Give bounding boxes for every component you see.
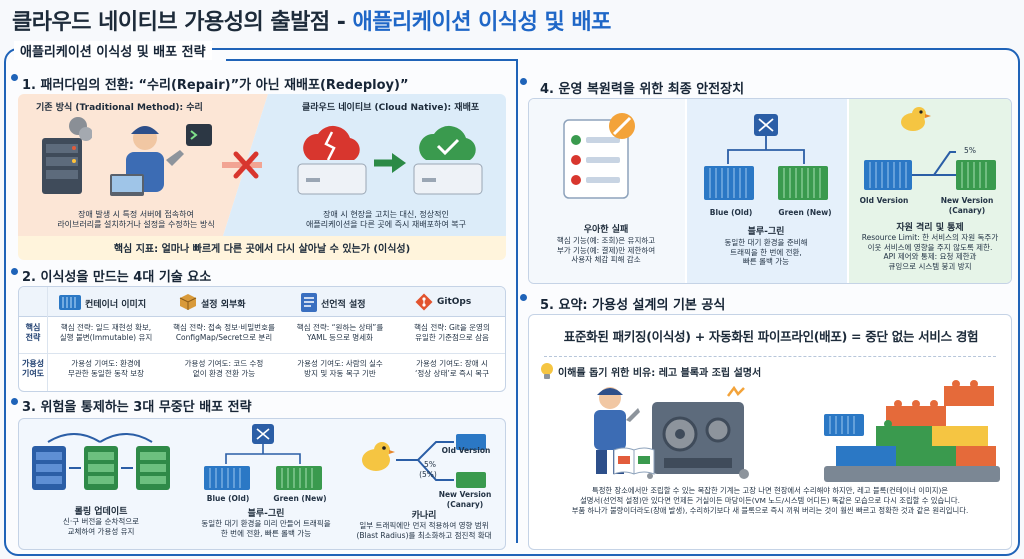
manual-book-icon	[613, 447, 655, 475]
s4-bluegreen-name: 블루-그린	[747, 227, 785, 237]
col-header-config: 설정 외부화	[201, 300, 246, 310]
bluegreen-switch-icon	[704, 114, 828, 200]
page-title-part2: 애플리케이션 이식성 및 배포	[352, 10, 612, 35]
cloud-native-label: 클라우드 네이티브 (Cloud Native): 재배포	[302, 103, 480, 113]
section1-title: 1. 패러다임의 전환: “수리(Repair)”가 아닌 재배포(Redepl…	[22, 78, 409, 93]
traditional-label: 기존 방식 (Traditional Method): 수리	[36, 103, 203, 113]
bluegreen-desc: 동일한 대기 환경을 미리 만들어 트래픽을 한 번에 전환, 빠른 롤백 가능	[201, 519, 331, 538]
analogy-desc: 특정한 장소에서만 조립할 수 있는 복잡한 기계는 고장 나면 현장에서 수리…	[571, 486, 969, 515]
section4-title: 4. 운영 복원력을 위한 최종 안전장치	[540, 82, 745, 97]
connector-dot	[11, 74, 18, 81]
col-contribution-config: 가용성 기여도: 코드 수정 없이 환경 전환 가능	[184, 359, 264, 378]
canary-pct2: (5%)	[419, 470, 437, 479]
col-strategy-container: 핵심 전략: 일드 재현성 확보, 실행 불변(Immutable) 유지	[59, 323, 153, 342]
s4-green-label: Green (New)	[778, 208, 832, 217]
container-icon	[59, 295, 81, 310]
connector-center	[516, 59, 518, 543]
tech-table-divider	[19, 353, 505, 354]
tech-table-rowhead-col	[47, 287, 48, 391]
connector-dot	[11, 268, 18, 275]
cloud-native-desc: 장애 시 현장을 고치는 대신, 정상적인 애플리케이션을 다른 곳에 즉시 재…	[306, 210, 466, 229]
section2-title: 2. 이식성을 만드는 4대 기술 요소	[22, 270, 212, 285]
col-header-declarative: 선언적 설정	[321, 300, 366, 310]
redeploy-arrow-icon	[374, 153, 406, 173]
checklist-icon	[563, 113, 635, 199]
broken-machine-icon	[647, 386, 749, 479]
connector-top	[226, 59, 516, 61]
connector-dot	[11, 398, 18, 405]
resource-name: 자원 격리 및 통제	[896, 223, 964, 233]
terminal-icon	[186, 124, 212, 146]
canary-pct: 5%	[424, 460, 436, 469]
healthy-cloud-server-icon	[413, 125, 483, 195]
col-header-container: 컨테이너 이미지	[85, 300, 147, 310]
formula: 표준화된 패키징(이식성) + 자동화된 파이프라인(배포) = 중단 없는 서…	[563, 329, 979, 344]
s4-old-label: Old Version	[859, 196, 909, 205]
row-label-contribution: 가용성 기여도	[21, 359, 45, 378]
tech-table: 핵심 전략 가용성 기여도 컨테이너 이미지 핵심 전략: 일드 재현성 확보,…	[18, 286, 506, 392]
section5-title: 5. 요약: 가용성 설계의 기본 공식	[540, 298, 726, 313]
formula-divider	[544, 356, 996, 357]
bluegreen-green-label: Green (New)	[273, 494, 327, 503]
lego-block	[824, 380, 1000, 482]
col-contribution-gitops: 가용성 기여도: 장애 시 ‘정상 상태’로 즉시 복구	[414, 359, 490, 378]
traditional-desc: 장애 발생 시 특정 서버에 접속하여 라이브러리를 설치하거나 설정을 수정하…	[57, 210, 215, 229]
bluegreen-blue-label: Blue (Old)	[206, 494, 250, 503]
box-icon	[179, 294, 197, 310]
frame-title: 애플리케이션 이식성 및 배포 전략	[14, 41, 212, 60]
page-title: 클라우드 네이티브 가용성의 출발점 - 애플리케이션 이식성 및 배포	[12, 4, 611, 36]
s4-pct: 5%	[964, 146, 976, 155]
canary-name: 카나리	[411, 511, 437, 521]
col-contribution-declarative: 가용성 기여도: 사람의 실수 방지 및 자동 복구 기반	[297, 359, 383, 378]
section4-col-resource-bg	[849, 99, 1011, 283]
col-strategy-declarative: 핵심 전략: “원하는 상태”를 YAML 등으로 명세화	[296, 323, 384, 342]
canary-bird-icon	[901, 107, 931, 131]
broken-cloud-server-icon	[297, 125, 367, 195]
s4-new-label: New Version (Canary)	[940, 196, 994, 215]
bluegreen-name: 블루-그린	[247, 509, 285, 519]
canary-new-label: New Version (Canary)	[438, 490, 492, 509]
blue-green-icon	[204, 424, 322, 490]
col-contribution-container: 가용성 기여도: 환경에 무관한 동일한 동작 보장	[67, 359, 145, 378]
git-icon	[415, 293, 433, 311]
key-metric: 핵심 지표: 얼마나 빠르게 다른 곳에서 다시 살아날 수 있는가 (이식성)	[113, 244, 411, 255]
graceful-desc: 핵심 기능(예: 조회)은 유지하고 부가 기능(예: 결제)만 제한하여 사용…	[556, 236, 656, 264]
resource-split-icon	[864, 151, 996, 190]
canary-split-icon	[396, 434, 486, 488]
col-strategy-config: 핵심 전략: 접속 정보·비밀번호를 ConfigMap/Secret으로 분리	[173, 323, 275, 342]
section3-title: 3. 위험을 통제하는 3대 무중단 배포 전략	[22, 400, 252, 415]
connector-dot	[520, 78, 527, 85]
rolling-desc: 신·구 버전을 순차적으로 교체하여 가용성 유지	[62, 517, 140, 536]
row-label-strategy: 핵심 전략	[25, 323, 41, 342]
col-strategy-gitops: 핵심 전략: Git을 운영의 유일한 기준점으로 삼음	[414, 323, 490, 342]
lego-blocks-icon	[824, 380, 1000, 482]
lightbulb-icon	[541, 363, 553, 379]
technician-icon	[110, 126, 184, 196]
col-header-gitops: GitOps	[437, 297, 472, 307]
graceful-name: 우아한 실패	[583, 225, 629, 235]
connector-dot	[520, 294, 527, 301]
canary-old-label: Old Version	[441, 446, 491, 455]
s4-blue-label: Blue (Old)	[709, 208, 753, 217]
rolling-name: 롤링 업데이트	[74, 507, 128, 517]
no-repair-x-icon	[222, 151, 262, 179]
analogy-title: 이해를 돕기 위한 비유: 레고 블록과 조립 설명서	[558, 368, 762, 379]
document-icon	[301, 293, 317, 312]
resource-desc: Resource Limit: 한 서비스의 자원 독주가 이웃 서비스에 영향…	[861, 233, 999, 271]
canary-bird-icon	[362, 442, 395, 471]
s4-bluegreen-desc: 동일한 대기 환경을 준비해 트래픽을 한 번에 전환, 빠른 롤백 가능	[724, 238, 808, 266]
page-title-part1: 클라우드 네이티브 가용성의 출발점 -	[12, 10, 353, 35]
canary-desc: 일부 트래픽에만 먼저 적용하여 영향 범위 (Blast Radius)를 최…	[356, 521, 492, 540]
rolling-update-icon	[32, 433, 170, 490]
broken-server-icon	[42, 117, 92, 194]
